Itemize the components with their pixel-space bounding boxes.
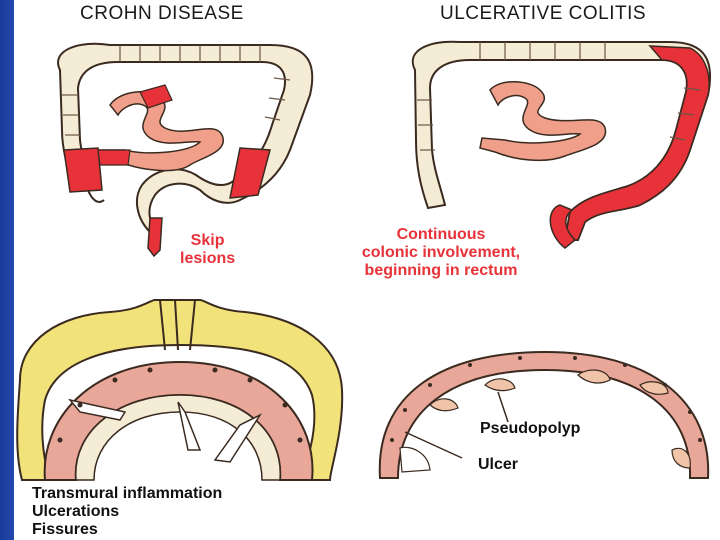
uc-involved-segment <box>564 45 710 241</box>
crohn-lesion-rectum <box>147 217 163 258</box>
mesentery-vessels <box>159 299 196 351</box>
continuous-involvement-label: Continuous colonic involvement, beginnin… <box>361 226 521 279</box>
crohn-small-bowel-lesion <box>139 84 173 109</box>
crohn-lesion-cecum <box>63 147 103 193</box>
uc-bowel-wall <box>378 350 710 479</box>
skip-lesions-label: Skip lesions <box>180 232 236 267</box>
slide-panel <box>14 0 720 540</box>
crohn-ileum-lesion <box>97 149 131 166</box>
crohn-appendix <box>87 189 105 203</box>
crohn-features-label: Transmural inflammation Ulcerations Fiss… <box>32 485 223 538</box>
uc-cross-section <box>378 350 710 479</box>
pseudopolyp-3 <box>577 369 611 384</box>
pseudopolyp-2 <box>484 378 516 392</box>
uc-ulcer <box>399 446 431 473</box>
crohn-small-bowel <box>99 91 225 172</box>
heading-ulcerative-colitis: ULCERATIVE COLITIS <box>440 3 647 24</box>
crohn-fissure-left <box>68 398 127 421</box>
uc-rectum <box>549 204 577 249</box>
crohn-lesion-sigmoid <box>229 147 271 199</box>
pseudopolyp-4 <box>639 381 669 395</box>
ulcer-label: Ulcer <box>478 456 519 473</box>
crohn-fissure-right <box>213 413 263 463</box>
crohn-cross-section <box>16 299 344 481</box>
ulcer-leader-line <box>404 431 463 459</box>
crohn-colon-illustration <box>57 42 314 258</box>
uc-colon-illustration <box>411 40 712 249</box>
pseudopolyp-leader-line <box>497 391 509 423</box>
crohn-fissure-center <box>177 401 202 451</box>
pseudopolyp-1 <box>429 398 459 412</box>
crohn-inner-wall <box>75 394 281 481</box>
pseudopolyp-5 <box>671 447 691 469</box>
uc-small-bowel <box>479 81 607 162</box>
pseudopolyp-label: Pseudopolyp <box>480 420 581 437</box>
heading-crohn-disease: CROHN DISEASE <box>80 3 244 24</box>
